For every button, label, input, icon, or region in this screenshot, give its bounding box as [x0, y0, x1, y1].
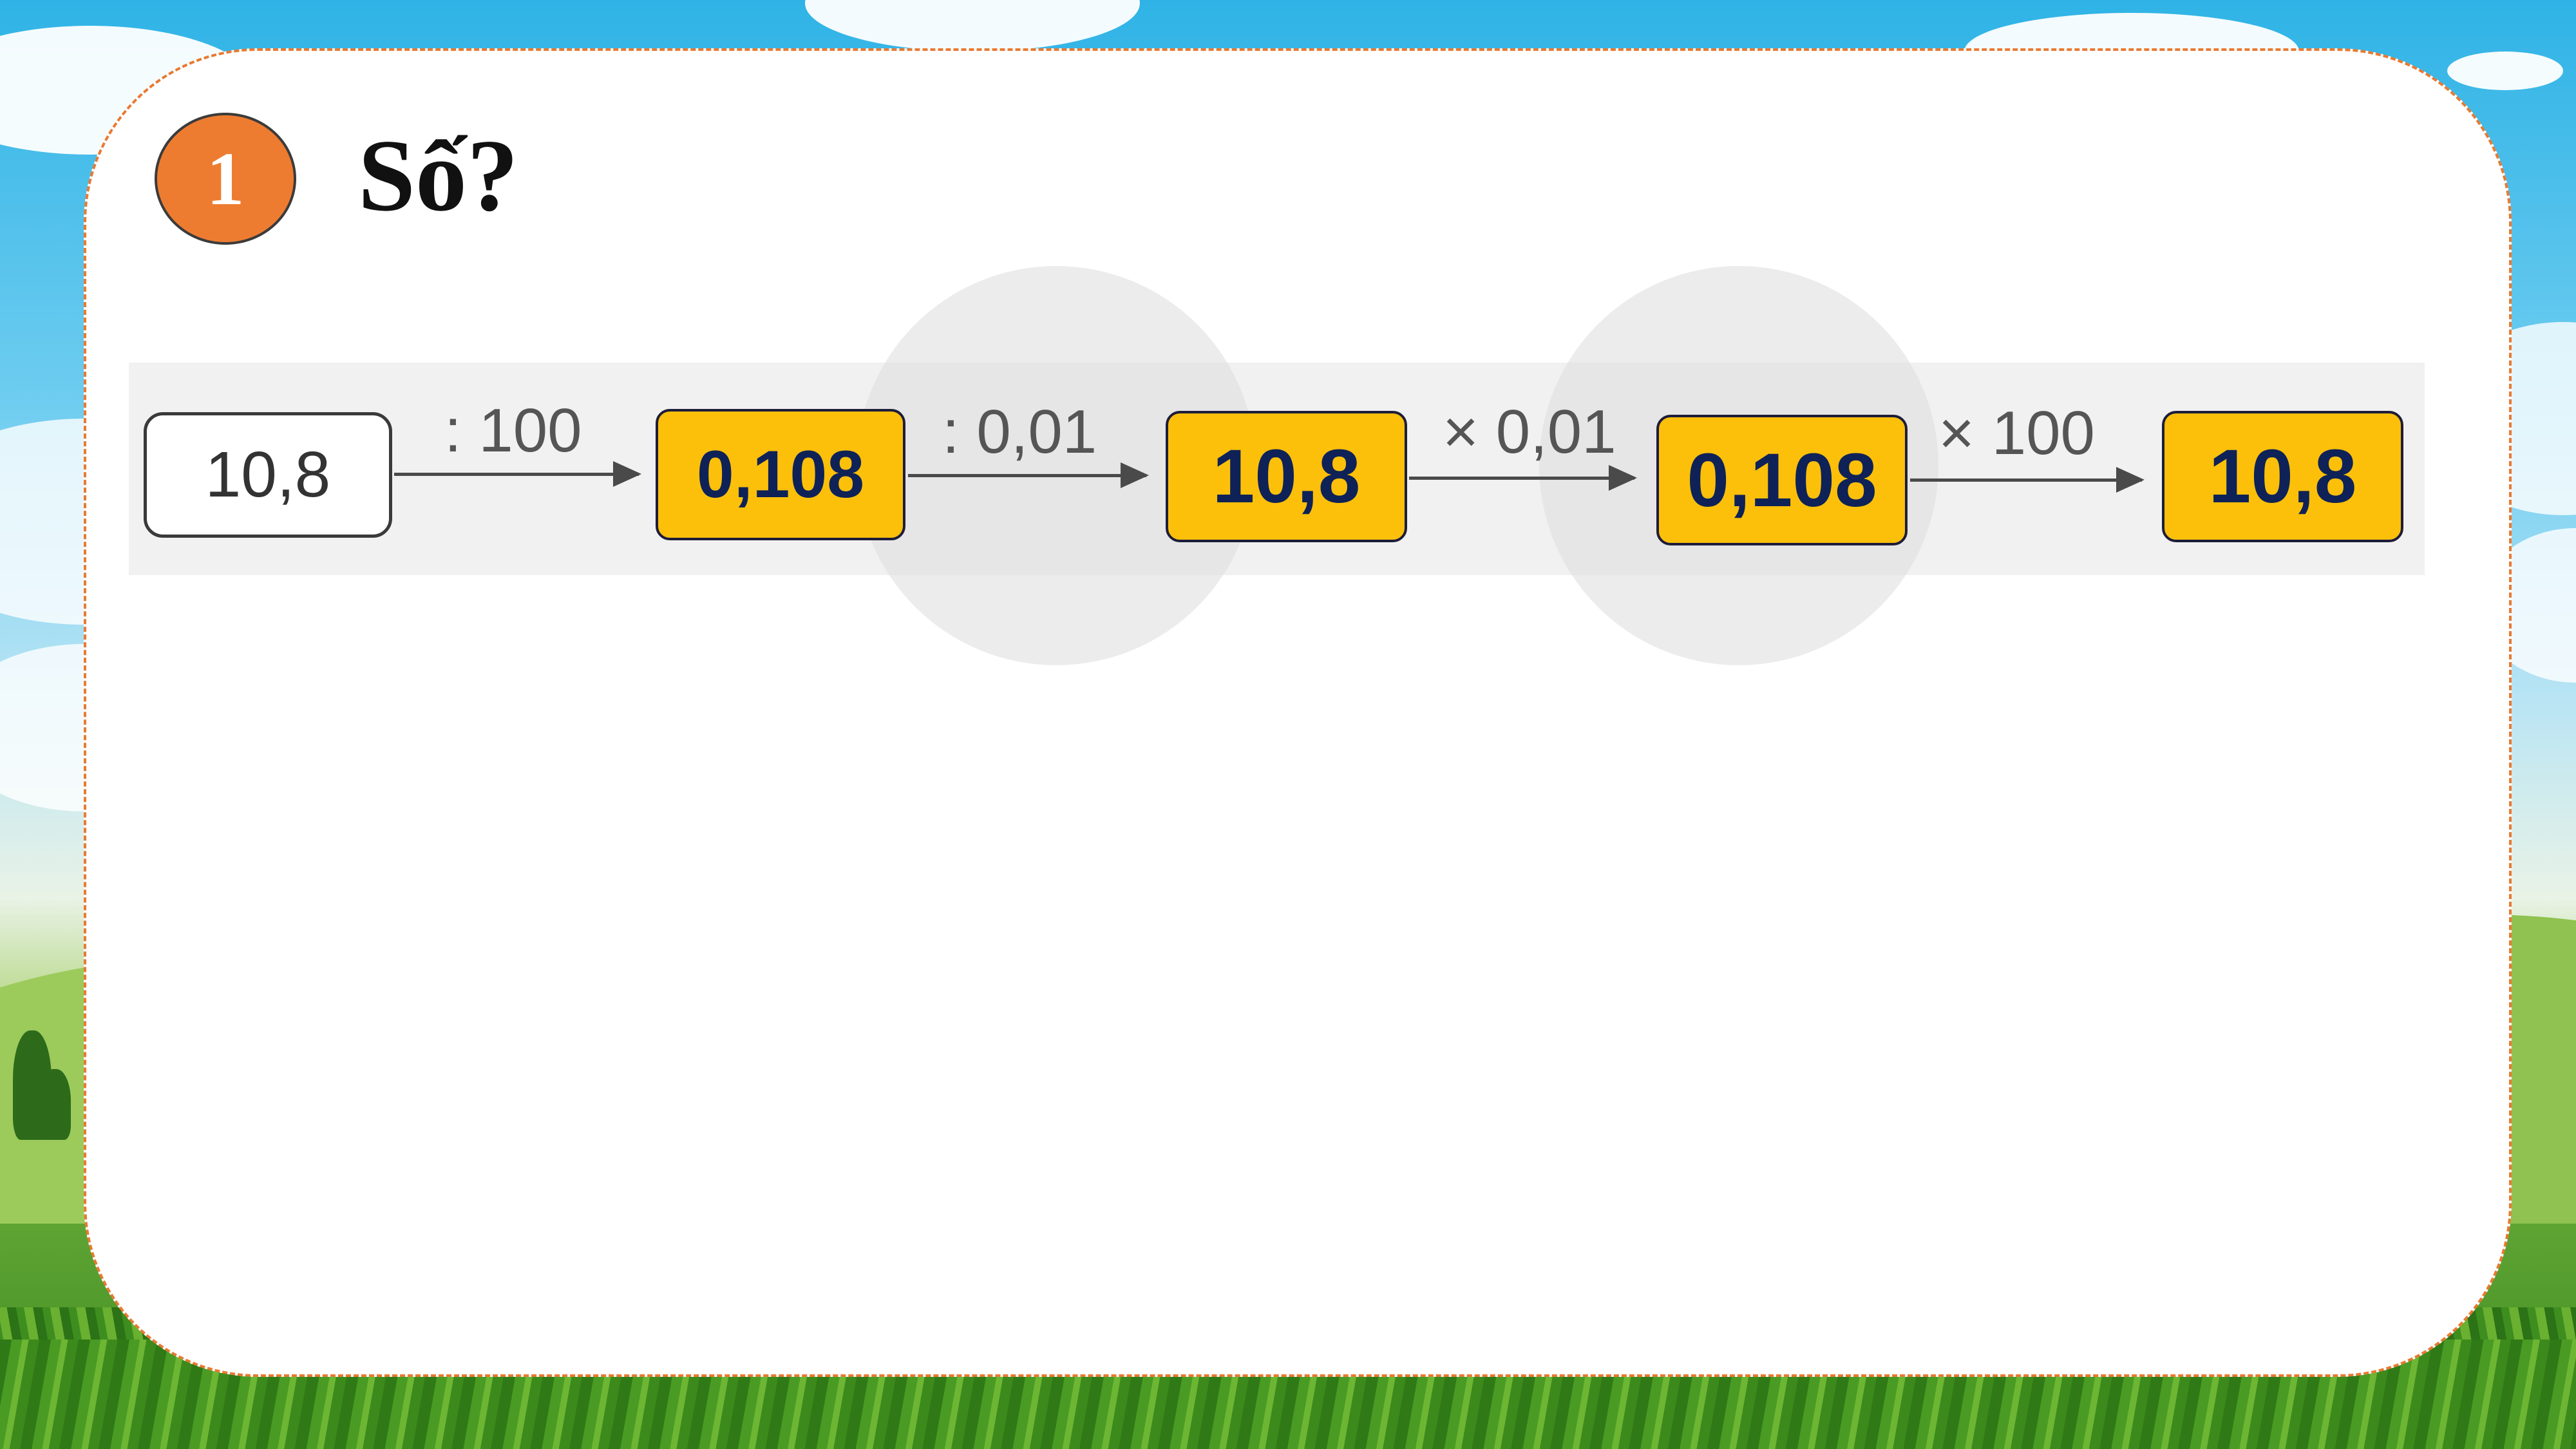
operation-chain: 10,8 : 100 0,108 : 0,01 10,8 × 0,01 0,10… — [129, 266, 2425, 665]
answer-value: 10,8 — [1212, 434, 1361, 519]
operation-label: : 0,01 — [942, 397, 1097, 466]
start-value-box: 10,8 — [144, 412, 392, 538]
answer-box[interactable]: 0,108 — [1656, 415, 1908, 545]
cloud — [2447, 52, 2563, 90]
arrow — [908, 462, 1149, 488]
operation-label: × 100 — [1938, 399, 2095, 468]
answer-value: 10,8 — [2208, 434, 2357, 519]
arrow — [1910, 467, 2145, 493]
operation-label: : 100 — [444, 396, 582, 465]
answer-box[interactable]: 0,108 — [656, 409, 905, 540]
exercise-number: 1 — [206, 136, 245, 221]
operation-label: × 0,01 — [1443, 397, 1616, 466]
answer-value: 0,108 — [696, 437, 865, 512]
exercise-card — [84, 48, 2512, 1377]
answer-box[interactable]: 10,8 — [2162, 411, 2403, 542]
exercise-title: Số? — [358, 118, 518, 232]
answer-box[interactable]: 10,8 — [1166, 411, 1407, 542]
arrow — [394, 461, 641, 487]
exercise-number-badge: 1 — [155, 113, 296, 245]
start-value: 10,8 — [205, 439, 331, 511]
answer-value: 0,108 — [1687, 437, 1877, 523]
arrow — [1409, 465, 1637, 491]
cloud — [805, 0, 1140, 52]
tree — [39, 1069, 71, 1140]
